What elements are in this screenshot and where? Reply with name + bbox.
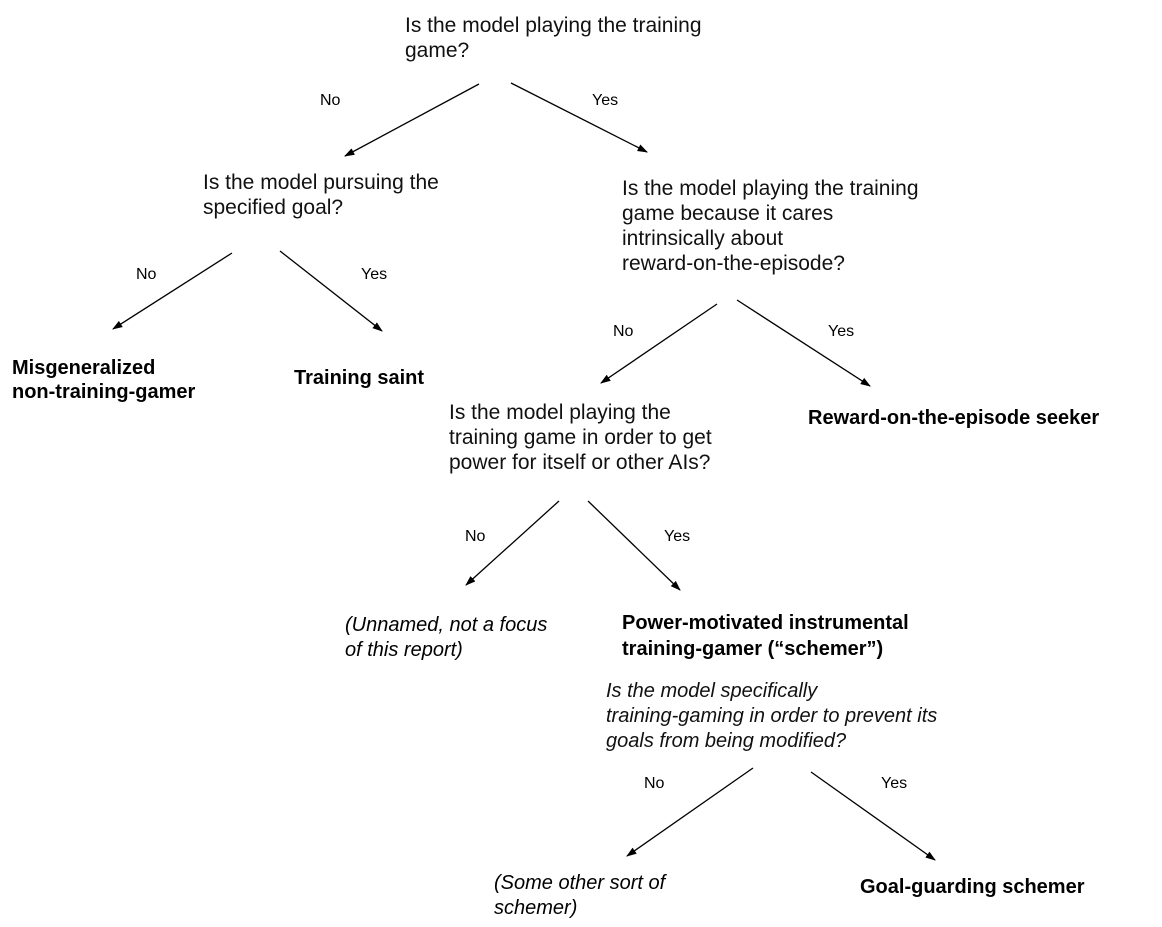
edge-q4-no-arrow xyxy=(465,500,560,586)
question-reward-on-episode: Is the model playing the training game b… xyxy=(622,177,919,275)
edge-label-yes: Yes xyxy=(361,266,388,283)
leaf-reward-on-the-episode-seeker: Reward-on-the-episode seeker xyxy=(808,407,1100,429)
leaf-other-schemer: (Some other sort of schemer) xyxy=(494,872,666,919)
edge-q5-yes-arrow xyxy=(810,771,936,861)
leaf-unnamed: (Unnamed, not a focus of this report) xyxy=(345,614,548,661)
edge-q4-yes-arrow xyxy=(587,500,681,591)
edge-q3-no-arrow xyxy=(600,303,718,384)
leaf-training-saint: Training saint xyxy=(294,367,425,389)
leaf-goal-guarding-schemer: Goal-guarding schemer xyxy=(860,876,1085,898)
question-goal-guarding: Is the model specifically training-gamin… xyxy=(606,680,938,752)
edge-q2-yes-arrow xyxy=(279,250,383,332)
edge-q1-yes-arrow xyxy=(510,82,648,153)
edge-label-no: No xyxy=(320,92,341,109)
edge-q3-yes-arrow xyxy=(736,299,871,387)
edge-label-no: No xyxy=(644,775,665,792)
leaf-misgeneralized-non-training-gamer: Misgeneralized non-training-gamer xyxy=(12,357,196,403)
edge-q1-no-arrow xyxy=(344,83,480,157)
edge-q2-no-arrow xyxy=(112,252,233,330)
edge-label-no: No xyxy=(613,323,634,340)
edge-label-no: No xyxy=(465,528,486,545)
question-training-game: Is the model playing the training game? xyxy=(405,14,702,62)
edge-label-yes: Yes xyxy=(664,528,691,545)
edge-label-yes: Yes xyxy=(592,92,619,109)
edge-label-yes: Yes xyxy=(828,323,855,340)
question-power-seeking: Is the model playing the training game i… xyxy=(449,401,712,474)
edge-q5-no-arrow xyxy=(626,767,754,857)
leaf-power-motivated-schemer: Power-motivated instrumental training-ga… xyxy=(622,612,909,660)
edge-label-no: No xyxy=(136,266,157,283)
question-specified-goal: Is the model pursuing the specified goal… xyxy=(203,171,439,219)
edge-label-yes: Yes xyxy=(881,775,908,792)
